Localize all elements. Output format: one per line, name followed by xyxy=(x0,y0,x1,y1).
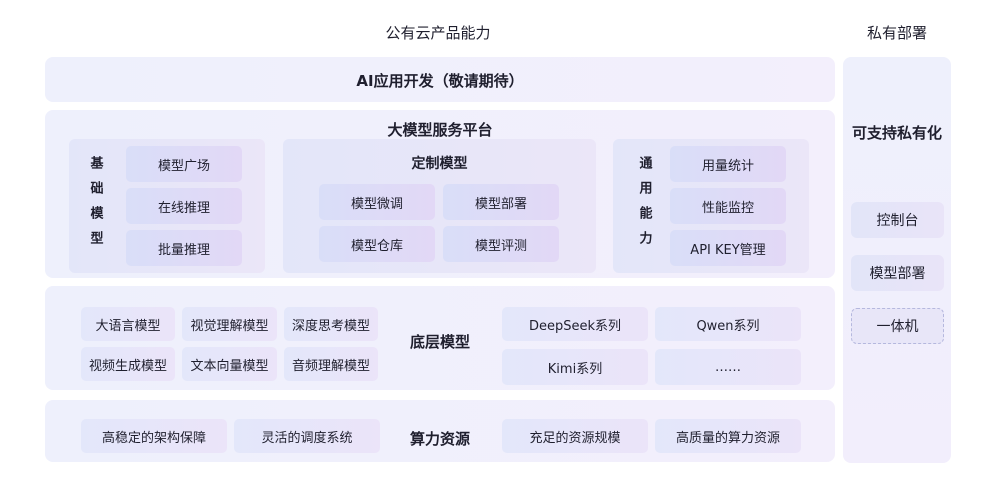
flexible-scheduling-chip: 灵活的调度系统 xyxy=(234,419,380,453)
usage-stats-chip: 用量统计 xyxy=(670,146,786,182)
stable-architecture-chip: 高稳定的架构保障 xyxy=(81,419,227,453)
custom-model-label: 定制模型 xyxy=(411,156,468,172)
compute-label: 算力资源 xyxy=(409,430,470,448)
model-square-chip: 模型广场 xyxy=(126,146,242,182)
model-finetune-chip: 模型微调 xyxy=(319,184,435,220)
kimi-chip: Kimi系列 xyxy=(502,349,648,385)
audio-understanding-chip: 音频理解模型 xyxy=(284,347,378,381)
private-deploy-heading: 私有部署 xyxy=(866,24,927,42)
text-embedding-chip: 文本向量模型 xyxy=(182,347,277,381)
video-generation-chip: 视频生成模型 xyxy=(81,347,175,381)
model-platform-title: 大模型服务平台 xyxy=(387,121,493,139)
batch-inference-chip: 批量推理 xyxy=(126,230,242,266)
more-models-chip: …… xyxy=(655,349,801,385)
perf-monitor-chip: 性能监控 xyxy=(670,188,786,224)
model-deploy-chip: 模型部署 xyxy=(443,184,559,220)
llm-chip: 大语言模型 xyxy=(81,307,175,341)
foundation-model-label: 底层模型 xyxy=(409,333,470,351)
console-chip: 控制台 xyxy=(851,202,944,238)
quality-compute-chip: 高质量的算力资源 xyxy=(655,419,801,453)
deep-thinking-chip: 深度思考模型 xyxy=(284,307,378,341)
online-inference-chip: 在线推理 xyxy=(126,188,242,224)
base-model-label: 基础模型 xyxy=(87,156,103,256)
model-repo-chip: 模型仓库 xyxy=(319,226,435,262)
ai-app-dev-title: AI应用开发（敬请期待） xyxy=(356,72,524,90)
ample-resources-chip: 充足的资源规模 xyxy=(502,419,648,453)
deepseek-chip: DeepSeek系列 xyxy=(502,307,648,341)
qwen-chip: Qwen系列 xyxy=(655,307,801,341)
private-support-title: 可支持私有化 xyxy=(851,124,942,142)
vision-understanding-chip: 视觉理解模型 xyxy=(182,307,277,341)
public-cloud-heading: 公有云产品能力 xyxy=(385,24,491,42)
private-model-deploy-chip: 模型部署 xyxy=(851,255,944,291)
ai-app-dev-panel: AI应用开发（敬请期待） xyxy=(45,57,835,102)
general-capability-label: 通用能力 xyxy=(636,156,652,256)
api-key-chip: API KEY管理 xyxy=(670,230,786,266)
model-eval-chip: 模型评测 xyxy=(443,226,559,262)
all-in-one-chip: 一体机 xyxy=(851,308,944,344)
